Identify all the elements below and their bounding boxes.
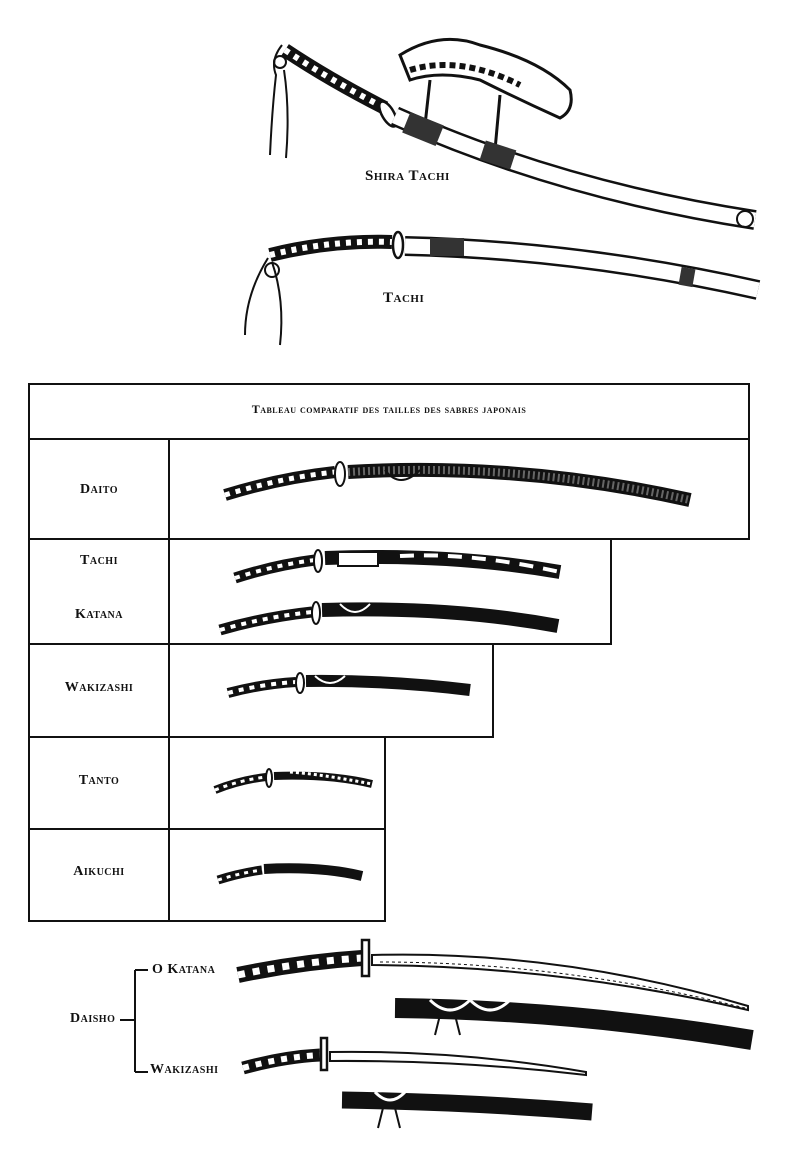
wakizashi-daisho-illustration: [0, 0, 800, 1155]
